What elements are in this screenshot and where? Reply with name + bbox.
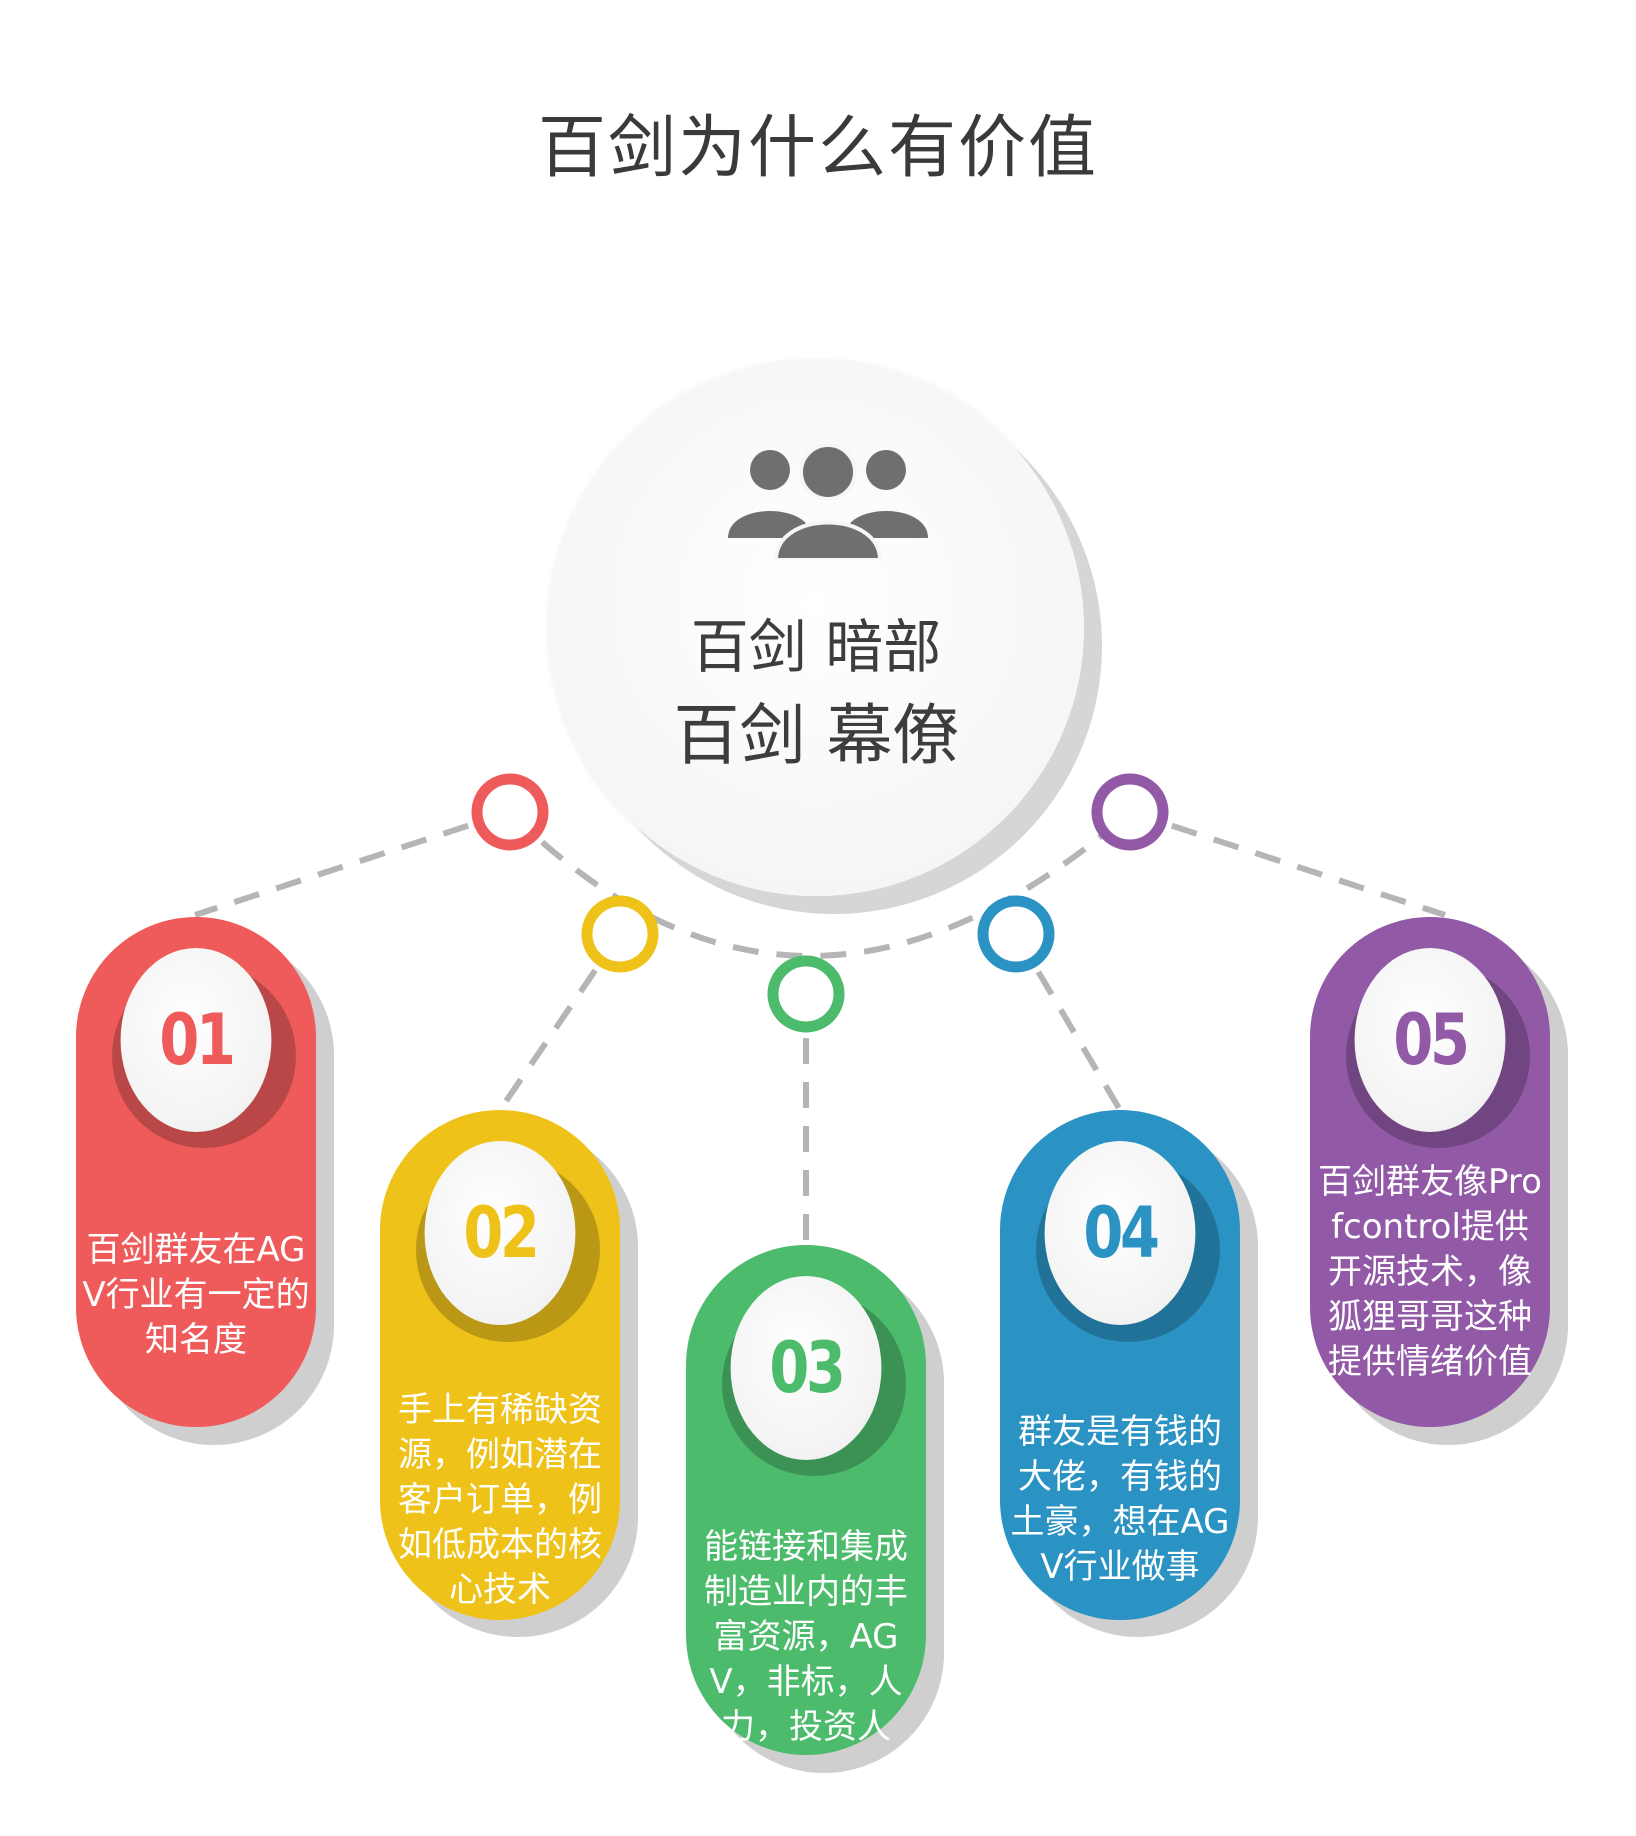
ring-5	[1091, 773, 1169, 851]
item-5-number: 05	[1354, 948, 1506, 1132]
item-1-number: 01	[120, 948, 272, 1132]
ring-4	[977, 895, 1055, 973]
page-title: 百剑为什么有价值	[537, 109, 1098, 188]
item-5-text: 百剑群友像Profcontrol提供开源技术，像狐狸哥哥这种提供情绪价值	[1318, 1162, 1542, 1382]
ring-1	[471, 773, 549, 851]
item-2-text: 手上有稀缺资源，例如潜在客户订单，例如低成本的核心技术	[398, 1390, 602, 1610]
item-3-number: 03	[730, 1276, 882, 1460]
item-3-text: 能链接和集成制造业内的丰富资源，AGV，非标，人力，投资人	[704, 1527, 908, 1747]
ring-2	[581, 895, 659, 973]
connector-arc	[507, 809, 1132, 959]
center-label-1: 百剑 暗部	[690, 613, 942, 681]
connector-2	[497, 932, 623, 1112]
connector-4	[1013, 932, 1123, 1112]
item-4-number: 04	[1044, 1141, 1196, 1325]
center-hub: 百剑 暗部 百剑 幕僚	[548, 360, 1084, 896]
ring-3	[767, 955, 845, 1033]
center-label-2: 百剑 幕僚	[673, 697, 959, 774]
item-4-text: 群友是有钱的大佬，有钱的土豪，想在AGV行业做事	[1010, 1412, 1230, 1587]
group-users-icon	[728, 443, 928, 560]
item-2-number: 02	[424, 1141, 576, 1325]
connector-5	[1129, 809, 1446, 918]
item-1-text: 百剑群友在AGV行业有一定的知名度	[82, 1230, 310, 1360]
connector-1	[194, 809, 511, 918]
